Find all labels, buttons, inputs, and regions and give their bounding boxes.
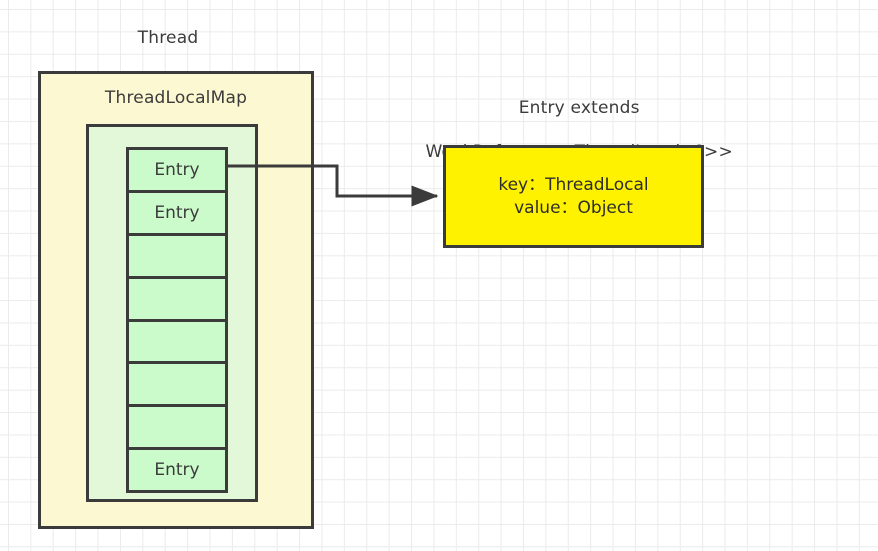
threadlocalmap-label: ThreadLocalMap (104, 88, 248, 108)
entry-cell (129, 321, 225, 365)
entry-value-line: value：Object (514, 197, 633, 218)
entry-table: Entry Entry Entry (126, 147, 228, 493)
entry-cell: Entry (129, 192, 225, 236)
entry-cell (129, 407, 225, 451)
entry-cell (129, 278, 225, 322)
entry-cell (129, 364, 225, 408)
entry-key-line: key：ThreadLocal (498, 174, 649, 195)
entry-type-line-1: Entry extends (518, 98, 640, 118)
entry-cell (129, 235, 225, 279)
entry-cell: Entry (129, 450, 225, 490)
entry-detail-box: key：ThreadLocal value：Object (443, 145, 704, 248)
entry-cell: Entry (129, 150, 225, 193)
thread-label: Thread (137, 28, 199, 48)
